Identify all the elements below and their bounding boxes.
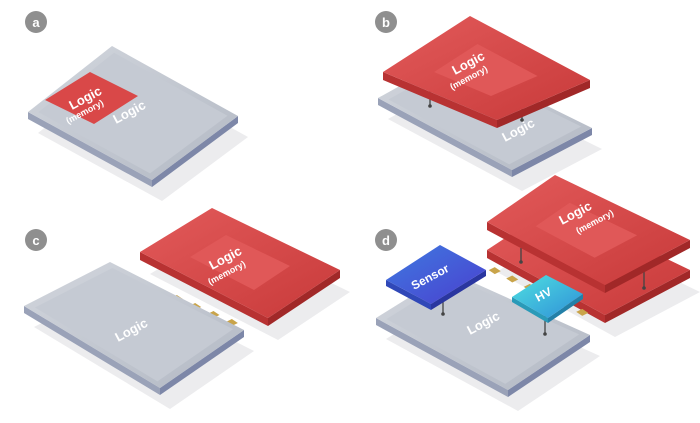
- panel-c-label: c: [32, 233, 39, 248]
- panel-c-memory-die-side-right: [268, 270, 340, 326]
- panel-c-memory-die-side-left: [140, 252, 268, 326]
- panel-a-logic-die-side-right: [152, 116, 238, 187]
- panel-c-logic-die-side-left: [24, 306, 160, 395]
- panel-b-label: b: [382, 15, 390, 30]
- panel-b-memory-inner: [434, 44, 538, 96]
- panel-d-logic-die-side-left: [376, 318, 508, 397]
- panel-d-sensor-die-top: [386, 245, 486, 304]
- panel-b-memory-die-side-left: [383, 72, 497, 128]
- panel-d-pin-upper-left-dot: [519, 260, 523, 264]
- panel-c-badge: c: [25, 229, 47, 251]
- panel-d-hv-label: HV: [533, 284, 554, 304]
- panel-d-memory-die-lower-side-right: [605, 270, 690, 323]
- panel-b-logic-die-side-left: [378, 98, 512, 177]
- panel-c-logic-inner: [35, 267, 234, 382]
- panel-d-hv-die-side-right: [548, 294, 583, 323]
- panel-a-logic-die-side-left: [28, 112, 152, 187]
- panel-d-memory-die-upper-side-left: [487, 222, 605, 293]
- panel-a-badge: a: [25, 11, 47, 33]
- panel-d-badge: d: [375, 229, 397, 251]
- panel-b-memory-die-side-right: [497, 80, 590, 128]
- panel-a-label: a: [32, 15, 40, 30]
- panel-d-pin-hv-dot: [543, 332, 547, 336]
- panel-d-memory-die-upper-side-right: [605, 240, 690, 293]
- panel-a-memory-block: [45, 72, 138, 124]
- panel-d-hv-die-side-left: [512, 297, 548, 323]
- panel-c-logic-die-side-right: [160, 330, 244, 395]
- panel-d-label: d: [382, 233, 390, 248]
- panel-c-memory-inner: [190, 235, 290, 290]
- panel-d-pin-sensor-dot: [441, 312, 445, 316]
- panel-d-memory-inner: [535, 202, 638, 258]
- panel-d-pad-5: [576, 308, 589, 316]
- panel-d-pad-1: [506, 275, 519, 283]
- panel-d-logic-die-side-right: [508, 335, 590, 397]
- panel-d-sensor-die-side-left: [386, 280, 431, 310]
- panel-d-pin-upper-right-dot: [642, 286, 646, 290]
- panel-d-sensor-die-side-right: [431, 270, 486, 310]
- panel-d-pad-0: [488, 267, 501, 275]
- panel-b-logic-die-side-right: [512, 128, 592, 177]
- panel-b-badge: b: [375, 11, 397, 33]
- panel-d-hv-die-top: [512, 275, 583, 318]
- panel-b-pin-left-dot: [428, 104, 432, 108]
- panel-b-pin-right-dot: [520, 118, 524, 122]
- panel-c-pad-5: [225, 319, 238, 326]
